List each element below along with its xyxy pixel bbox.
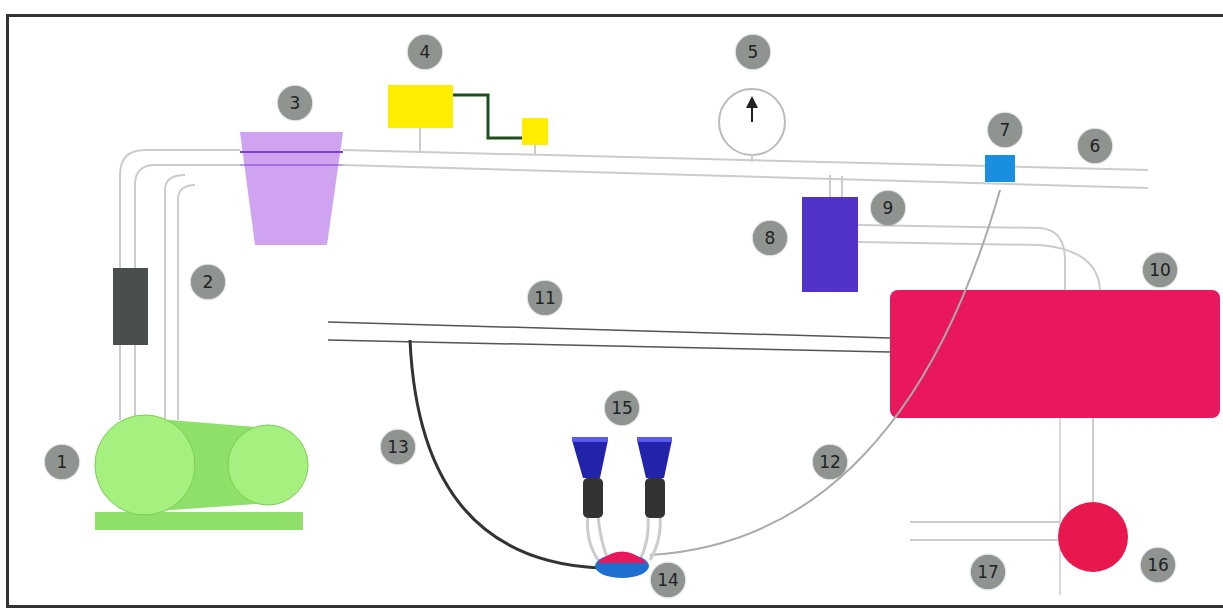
callout-number: 4 (408, 35, 442, 69)
callout-number: 6 (1078, 129, 1112, 163)
callout-number: 10 (1143, 253, 1177, 287)
callout-number: 14 (651, 563, 685, 597)
callout-number: 2 (191, 265, 225, 299)
callout-number: 7 (988, 113, 1022, 147)
callout-number: 9 (871, 191, 905, 225)
callout-number: 1 (45, 445, 79, 479)
callout-number: 11 (528, 281, 562, 315)
callout-number: 13 (381, 430, 415, 464)
callout-number: 3 (278, 86, 312, 120)
callout-number: 8 (753, 221, 787, 255)
callout-number: 17 (971, 555, 1005, 589)
callout-number: 12 (813, 445, 847, 479)
callout-number: 16 (1141, 548, 1175, 582)
callout-number: 15 (605, 391, 639, 425)
callout-number: 5 (736, 35, 770, 69)
